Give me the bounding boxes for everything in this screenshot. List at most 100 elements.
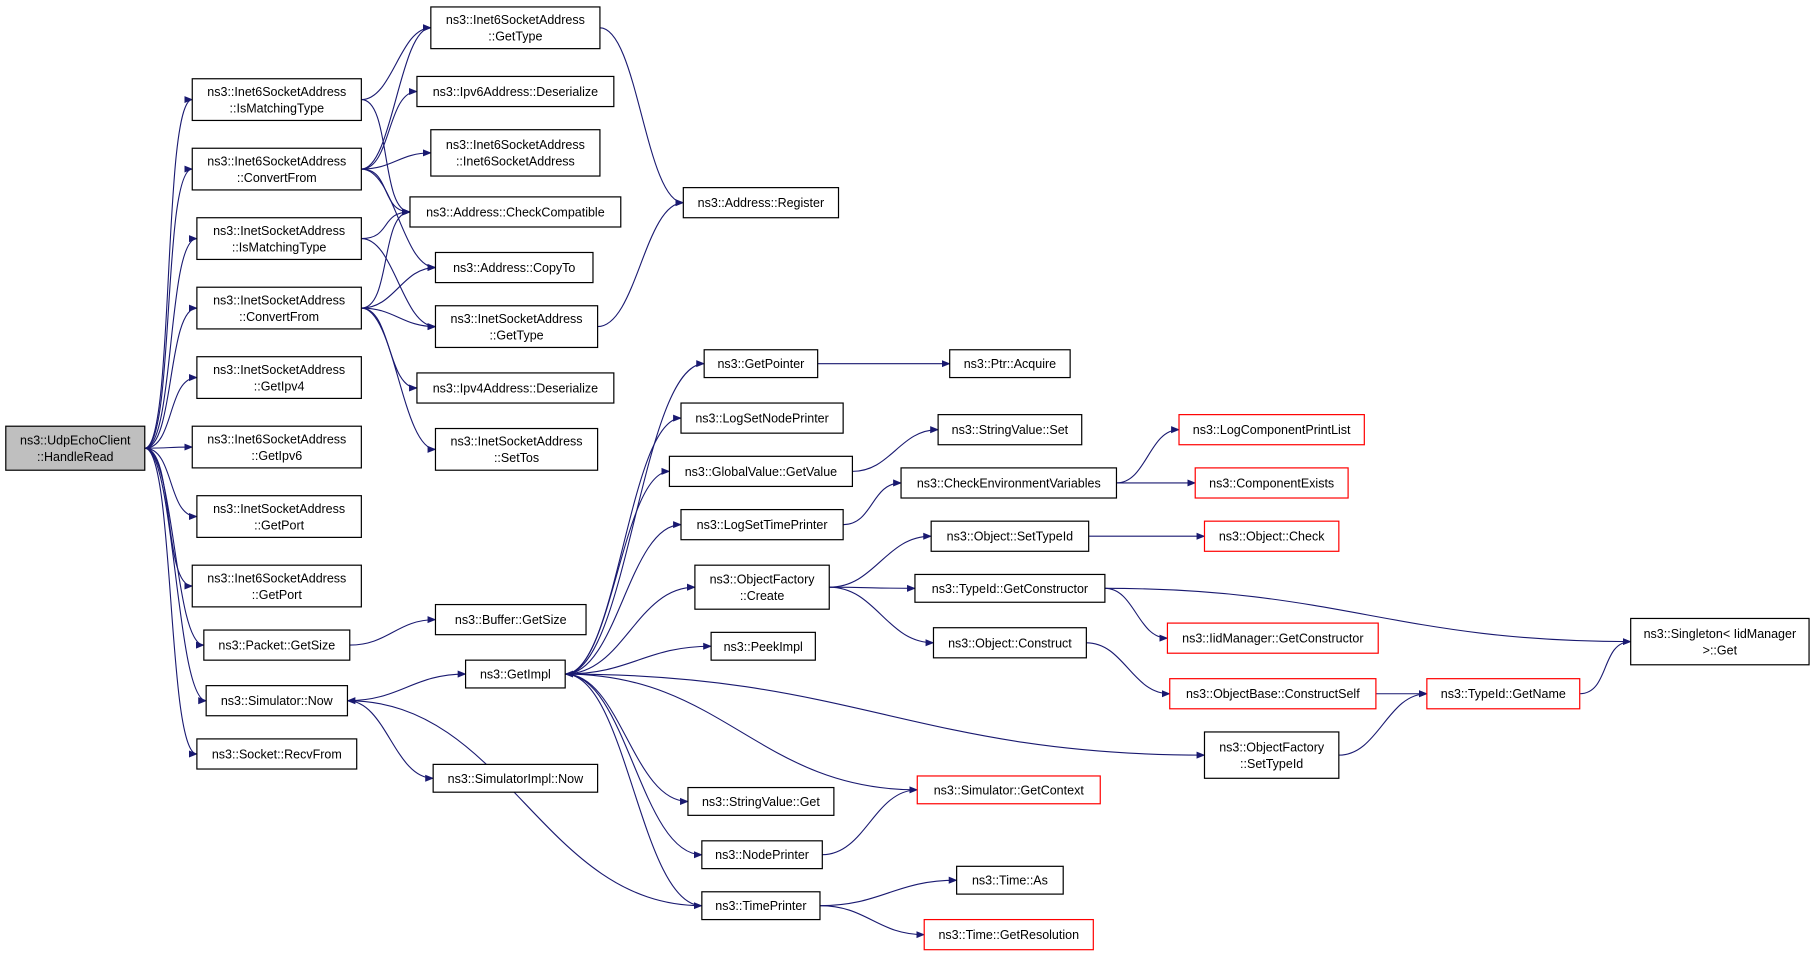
node-svGet[interactable]: ns3::StringValue::Get [687, 786, 835, 816]
node-addrCheck[interactable]: ns3::Address::CheckCompatible [409, 196, 622, 228]
edge-i4convert-to-i4getType [361, 307, 437, 331]
node-getImpl[interactable]: ns3::GetImpl [464, 659, 566, 689]
node-ofCreate[interactable]: ns3::ObjectFactory::Create [694, 564, 830, 610]
node-addrCopyTo[interactable]: ns3::Address::CopyTo [434, 251, 594, 284]
node-box [196, 356, 362, 400]
node-label: ::Inet6SocketAddress [456, 155, 575, 169]
node-timeAs[interactable]: ns3::Time::As [956, 865, 1064, 895]
node-label: ns3::InetSocketAddress [213, 502, 345, 516]
edge-nodePrinter-to-simGetContext [822, 786, 919, 856]
node-label: ns3::InetSocketAddress [213, 224, 345, 238]
node-obConstructSelf[interactable]: ns3::ObjectBase::ConstructSelf [1169, 678, 1377, 710]
node-label: ns3::Address::CheckCompatible [426, 205, 605, 219]
node-ipv4Deser[interactable]: ns3::Ipv4Address::Deserialize [416, 372, 615, 404]
node-pktGetSize[interactable]: ns3::Packet::GetSize [203, 629, 351, 661]
node-ptrAcquire[interactable]: ns3::Ptr::Acquire [949, 349, 1071, 379]
node-logCompList[interactable]: ns3::LogComponentPrintList [1178, 414, 1365, 446]
edge-root-to-sockRecvFrom [144, 447, 198, 758]
node-timeGetRes[interactable]: ns3::Time::GetResolution [923, 918, 1094, 951]
edge-ofCreate-to-objSetTypeId [829, 532, 933, 588]
node-label: ns3::ObjectBase::ConstructSelf [1186, 687, 1360, 701]
node-label: ns3::Buffer::GetSize [455, 613, 567, 627]
edge-i4convert-to-addrCheck [361, 208, 411, 309]
node-box [1630, 617, 1810, 666]
node-label: ns3::Inet6SocketAddress [207, 432, 346, 446]
node-label: ns3::Inet6SocketAddress [207, 154, 346, 168]
node-ipv6Deser[interactable]: ns3::Ipv6Address::Deserialize [416, 75, 615, 108]
node-box [668, 455, 854, 488]
edge-root-to-i4isMatch [144, 235, 198, 449]
node-checkEnv[interactable]: ns3::CheckEnvironmentVariables [900, 467, 1118, 499]
node-i4getIpv4[interactable]: ns3::InetSocketAddress::GetIpv4 [196, 356, 362, 400]
node-iidGetCtor[interactable]: ns3::IidManager::GetConstructor [1166, 622, 1379, 654]
edge-timePrinter-to-timeAs [819, 876, 958, 907]
node-i6getIpv6[interactable]: ns3::Inet6SocketAddress::GetIpv6 [191, 425, 362, 469]
node-objCheck[interactable]: ns3::Object::Check [1203, 520, 1340, 552]
node-sockRecvFrom[interactable]: ns3::Socket::RecvFrom [196, 738, 358, 770]
node-box [434, 603, 587, 636]
node-box [1178, 414, 1365, 446]
node-label: ns3::InetSocketAddress [213, 293, 345, 307]
edge-tidGetCtor-to-iidGetCtor [1104, 587, 1169, 642]
edge-tidGetName-to-singletonGet [1579, 638, 1632, 695]
node-box [932, 627, 1087, 659]
node-i6ctor[interactable]: ns3::Inet6SocketAddress::Inet6SocketAddr… [430, 129, 601, 177]
node-svSet[interactable]: ns3::StringValue::Set [937, 414, 1083, 446]
node-label: ::IsMatchingType [230, 101, 325, 115]
node-peekImpl[interactable]: ns3::PeekImpl [710, 631, 816, 661]
edge-gvGetValue-to-svSet [852, 426, 939, 472]
node-i6getPort[interactable]: ns3::Inet6SocketAddress::GetPort [191, 564, 362, 608]
node-bufGetSize[interactable]: ns3::Buffer::GetSize [434, 603, 587, 636]
node-label: ns3::UdpEchoClient [20, 433, 131, 447]
node-label: ::GetType [489, 328, 543, 342]
edge-i6convert-to-ipv6Deser [361, 87, 418, 170]
node-label: ::GetIpv4 [254, 379, 305, 393]
node-tidGetCtor[interactable]: ns3::TypeId::GetConstructor [914, 573, 1106, 603]
edge-i4getType-to-addrRegister [597, 199, 685, 328]
edge-i6getType-to-addrRegister [599, 27, 685, 207]
node-label: ns3::Ptr::Acquire [964, 357, 1056, 371]
node-label: ns3::InetSocketAddress [213, 363, 345, 377]
node-nodePrinter[interactable]: ns3::NodePrinter [701, 840, 823, 870]
node-label: ns3::InetSocketAddress [451, 312, 583, 326]
node-layer: ns3::UdpEchoClient::HandleReadns3::Inet6… [5, 6, 1810, 951]
node-singletonGet[interactable]: ns3::Singleton< IidManager>::Get [1630, 617, 1810, 666]
node-i6isMatch[interactable]: ns3::Inet6SocketAddress::IsMatchingType [191, 78, 362, 122]
node-box [196, 286, 362, 330]
edge-pktGetSize-to-bufGetSize [349, 616, 437, 646]
node-label: ns3::ComponentExists [1209, 476, 1334, 490]
node-root[interactable]: ns3::UdpEchoClient::HandleRead [5, 425, 146, 471]
node-simImplNow[interactable]: ns3::SimulatorImpl::Now [432, 763, 599, 793]
node-label: ::GetIpv6 [251, 449, 302, 463]
node-timePrinter[interactable]: ns3::TimePrinter [701, 891, 821, 921]
node-addrRegister[interactable]: ns3::Address::Register [682, 187, 840, 219]
node-i4isMatch[interactable]: ns3::InetSocketAddress::IsMatchingType [196, 217, 362, 261]
node-tidGetName[interactable]: ns3::TypeId::GetName [1426, 678, 1581, 710]
node-i4convert[interactable]: ns3::InetSocketAddress::ConvertFrom [196, 286, 362, 330]
node-ofSetTypeId[interactable]: ns3::ObjectFactory::SetTypeId [1203, 731, 1340, 779]
node-getPointer[interactable]: ns3::GetPointer [703, 349, 819, 379]
edge-layer [144, 24, 1632, 939]
node-simGetContext[interactable]: ns3::Simulator::GetContext [916, 775, 1101, 805]
edge-ofCreate-to-objConstruct [829, 586, 935, 647]
node-logSetTime[interactable]: ns3::LogSetTimePrinter [680, 508, 844, 541]
node-label: ::HandleRead [37, 450, 113, 464]
node-label: ns3::NodePrinter [715, 848, 809, 862]
node-simNow[interactable]: ns3::Simulator::Now [205, 685, 349, 717]
node-box [701, 840, 823, 870]
node-label: ns3::Object::Check [1219, 530, 1325, 544]
node-i4setTos[interactable]: ns3::InetSocketAddress::SetTos [434, 427, 599, 471]
node-objSetTypeId[interactable]: ns3::Object::SetTypeId [930, 520, 1090, 552]
node-i4getPort[interactable]: ns3::InetSocketAddress::GetPort [196, 495, 362, 538]
node-label: ns3::LogSetTimePrinter [697, 518, 828, 532]
node-i6convert[interactable]: ns3::Inet6SocketAddress::ConvertFrom [191, 147, 362, 191]
node-label: ::Create [740, 589, 785, 603]
node-logSetNode[interactable]: ns3::LogSetNodePrinter [680, 402, 844, 434]
node-box [949, 349, 1071, 379]
node-i4getType[interactable]: ns3::InetSocketAddress::GetType [434, 305, 599, 349]
node-box [1426, 678, 1581, 710]
node-compExists[interactable]: ns3::ComponentExists [1194, 467, 1349, 499]
node-gvGetValue[interactable]: ns3::GlobalValue::GetValue [668, 455, 854, 488]
node-objConstruct[interactable]: ns3::Object::Construct [932, 627, 1087, 659]
node-i6getType[interactable]: ns3::Inet6SocketAddress::GetType [430, 6, 601, 50]
